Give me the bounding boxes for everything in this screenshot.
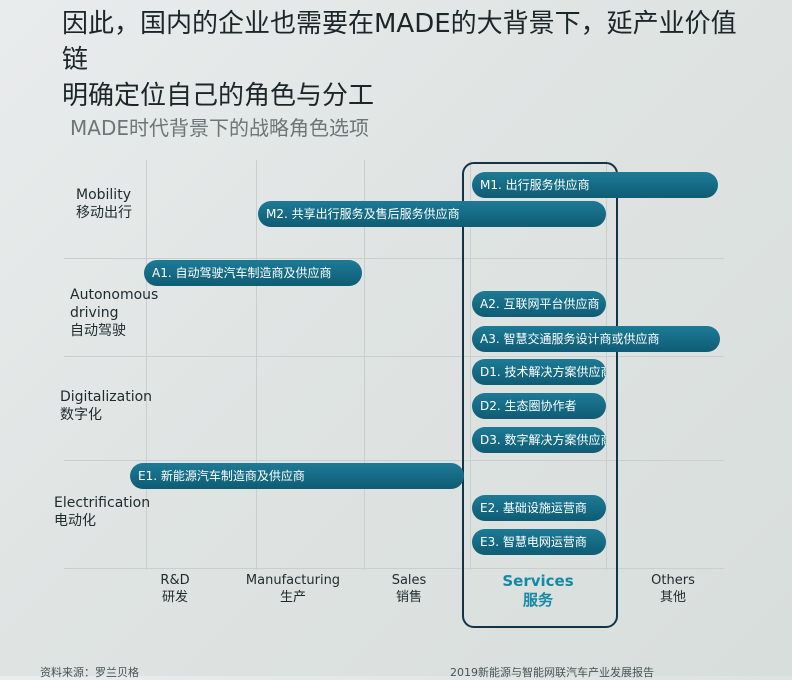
role-bar-a1: A1. 自动驾驶汽车制造商及供应商	[144, 260, 362, 286]
role-bar-m1: M1. 出行服务供应商	[472, 172, 718, 198]
column-label-en: Services	[502, 572, 574, 590]
chart-subtitle: MADE时代背景下的战略角色选项	[70, 116, 369, 140]
column-label-sales: Sales 销售	[354, 572, 464, 606]
row-label-cn: 数字化	[60, 407, 102, 423]
row-label-en: Mobility	[76, 187, 131, 203]
role-bar-d2: D2. 生态圈协作者	[472, 393, 606, 419]
row-label-en: Digitalization	[60, 389, 153, 405]
role-bar-e3: E3. 智慧电网运营商	[472, 529, 606, 555]
row-label-en-2: driving	[70, 305, 119, 321]
grid-line-horizontal	[64, 460, 724, 461]
grid-line-horizontal	[64, 356, 724, 357]
grid-line-vertical	[470, 160, 471, 570]
grid-line-vertical	[256, 160, 257, 570]
column-label-cn: 生产	[279, 590, 306, 605]
column-label-cn: 研发	[161, 590, 188, 605]
role-bar-d3: D3. 数字解决方案供应商	[472, 427, 606, 453]
footer-source: 资料来源：罗兰贝格	[40, 666, 139, 679]
role-bar-m2: M2. 共享出行服务及售后服务供应商	[258, 201, 606, 227]
column-label-manufacturing: Manufacturing 生产	[238, 572, 348, 606]
column-label-en: R&D	[160, 573, 190, 588]
services-column-frame	[462, 162, 618, 628]
title-line-2: 明确定位自己的角色与分工	[62, 81, 375, 111]
column-label-rnd: R&D 研发	[120, 572, 230, 606]
role-bar-e1: E1. 新能源汽车制造商及供应商	[130, 463, 464, 489]
row-label-digitalization: Digitalization 数字化	[60, 388, 152, 424]
column-label-en: Manufacturing	[245, 573, 341, 588]
grid-line-vertical	[606, 160, 607, 570]
row-label-en: Electrification	[54, 495, 151, 511]
title-line-1: 因此，国内的企业也需要在MADE的大背景下，延产业价值链	[62, 9, 737, 75]
row-label-autonomous: Autonomous driving 自动驾驶	[70, 286, 158, 340]
grid-line-horizontal	[64, 258, 724, 259]
row-label-mobility: Mobility 移动出行	[76, 186, 132, 222]
row-label-en-1: Autonomous	[70, 287, 159, 303]
grid-line-horizontal	[64, 568, 724, 569]
column-label-en: Sales	[391, 573, 427, 588]
grid-line-vertical	[364, 160, 365, 570]
column-label-others: Others 其他	[618, 572, 728, 606]
column-label-cn: 其他	[659, 590, 686, 605]
role-bar-e2: E2. 基础设施运营商	[472, 495, 606, 521]
role-bar-d1: D1. 技术解决方案供应商	[472, 359, 606, 385]
role-bar-a2: A2. 互联网平台供应商	[472, 291, 606, 317]
role-bar-a3: A3. 智慧交通服务设计商或供应商	[472, 326, 720, 352]
column-label-services: Services 服务	[483, 572, 593, 610]
column-label-cn: 销售	[395, 590, 422, 605]
slide-title: 因此，国内的企业也需要在MADE的大背景下，延产业价值链 明确定位自己的角色与分…	[62, 6, 752, 114]
row-label-cn: 电动化	[54, 513, 96, 529]
row-label-electrification: Electrification 电动化	[54, 494, 150, 530]
row-label-cn: 移动出行	[76, 205, 132, 221]
column-label-cn: 服务	[522, 591, 553, 609]
grid-line-vertical	[146, 160, 147, 570]
row-label-cn: 自动驾驶	[70, 323, 126, 339]
column-label-en: Others	[651, 573, 695, 588]
footer-report-title: 2019新能源与智能网联汽车产业发展报告	[450, 666, 654, 679]
